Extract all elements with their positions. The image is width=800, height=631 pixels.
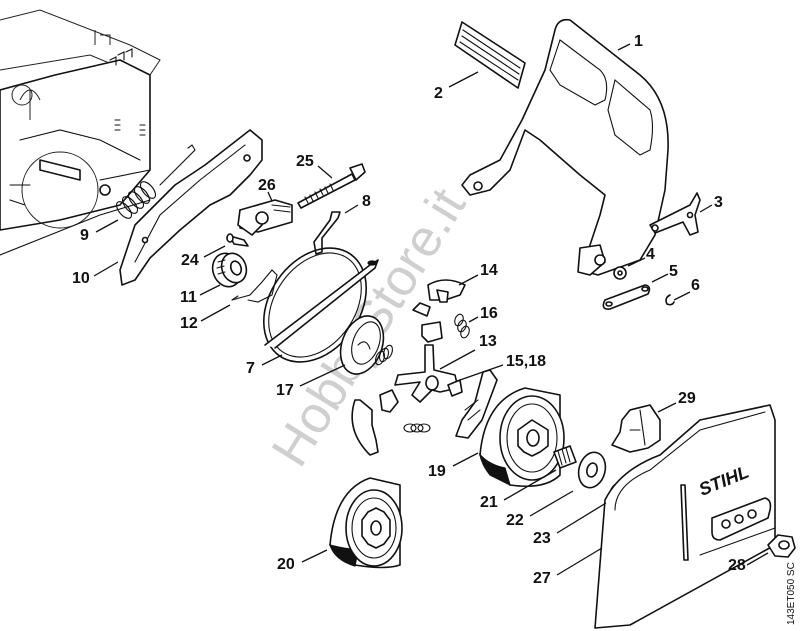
tensioner-block xyxy=(237,199,293,236)
clutch-drum-rim xyxy=(329,477,403,569)
collar-nut xyxy=(767,534,796,558)
clutch-spring xyxy=(374,313,470,433)
callout-23: 23 xyxy=(533,530,551,547)
thrust-washer xyxy=(577,451,607,489)
callout-27: 27 xyxy=(533,570,551,587)
callout-4: 4 xyxy=(646,246,655,263)
bracket-clip xyxy=(313,211,341,255)
drawing-code: 143ET050 SC xyxy=(786,562,797,625)
callout-21: 21 xyxy=(480,494,498,511)
brake-spring xyxy=(115,144,196,219)
clutch-shoe-set xyxy=(447,369,498,439)
callout-28: 28 xyxy=(728,557,746,574)
callout-14: 14 xyxy=(480,262,498,279)
callout-3: 3 xyxy=(714,194,723,211)
callout-29: 29 xyxy=(678,390,696,407)
bushing xyxy=(211,252,248,288)
sprocket-cover: STIHL xyxy=(594,404,776,629)
callout-26: 26 xyxy=(258,177,276,194)
callout-11: 11 xyxy=(180,289,197,306)
callout-24: 24 xyxy=(181,252,199,269)
brake-lever-linkage xyxy=(649,192,701,236)
callout-17: 17 xyxy=(276,382,294,399)
callout-labels: 1 2 3 4 5 6 7 8 9 10 11 12 13 14 15,18 1… xyxy=(72,33,746,587)
clutch-carrier xyxy=(394,344,459,403)
callout-15-18: 15,18 xyxy=(506,353,546,370)
callout-10: 10 xyxy=(72,270,90,287)
e-clip-small xyxy=(665,294,675,306)
callout-20: 20 xyxy=(277,556,295,573)
tensioner-screw xyxy=(297,163,366,209)
callout-13: 13 xyxy=(479,333,497,350)
brake-band xyxy=(262,247,379,363)
callout-22: 22 xyxy=(506,512,524,529)
callout-2: 2 xyxy=(434,85,443,102)
leader-lines xyxy=(93,43,769,576)
link-plate xyxy=(602,284,651,310)
callout-16: 16 xyxy=(480,305,498,322)
clutch-drum-sprocket xyxy=(479,387,565,488)
callout-12: 12 xyxy=(180,315,198,332)
callout-7: 7 xyxy=(246,360,255,377)
clutch-shoe-left xyxy=(351,389,399,456)
brake-lever-plate xyxy=(119,129,263,286)
needle-bearing xyxy=(553,445,577,469)
engine-housing xyxy=(0,9,161,256)
wire-spring xyxy=(231,269,278,303)
callout-8: 8 xyxy=(362,193,371,210)
washer xyxy=(613,266,627,280)
callout-6: 6 xyxy=(691,277,700,294)
callout-19: 19 xyxy=(428,463,446,480)
callout-9: 9 xyxy=(80,227,89,244)
hand-guard xyxy=(461,18,669,276)
pin xyxy=(226,233,249,247)
clutch-shoe xyxy=(412,279,466,343)
guard-pad xyxy=(454,21,526,89)
callout-25: 25 xyxy=(296,153,314,170)
chain-catcher xyxy=(611,404,661,453)
callout-1: 1 xyxy=(634,33,643,50)
callout-5: 5 xyxy=(669,263,678,280)
